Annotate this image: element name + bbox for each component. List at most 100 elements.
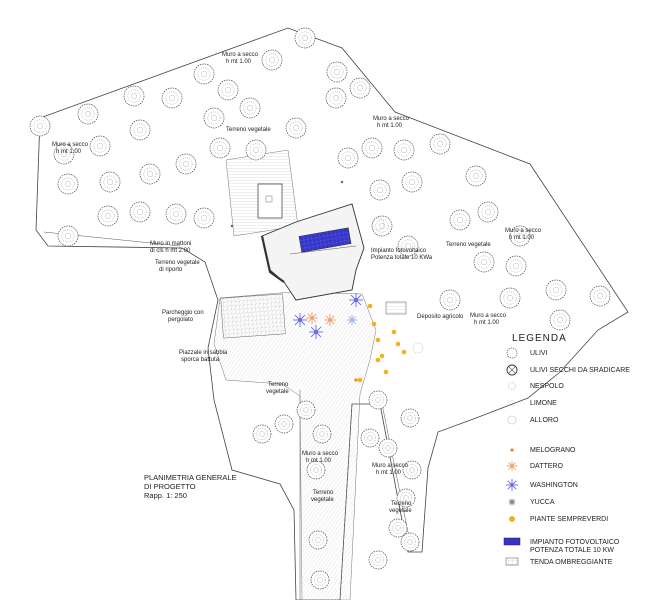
olive-tree-icon (361, 137, 383, 159)
label-terreno-east: Terreno vegetale (446, 242, 491, 248)
evergreen-icon (383, 369, 389, 375)
label-muro-deposito: Muro a secco (470, 313, 507, 319)
olive-tree-icon (378, 438, 398, 458)
evergreen-icon (375, 337, 381, 343)
plan-title-block: PLANIMETRIA GENERALE DI PROGETTO Rapp. 1… (144, 473, 237, 500)
svg-text:vegetale: vegetale (389, 508, 412, 514)
pomegranate-icon (354, 378, 358, 382)
olive-tree-icon (325, 87, 347, 109)
svg-text:h mt 1.00: h mt 1.00 (306, 458, 332, 464)
laurel-icon (507, 415, 517, 425)
olive-tree-icon (360, 428, 380, 448)
olive-tree-icon (549, 309, 571, 331)
olive-tree-icon (123, 85, 145, 107)
legend-label: MELOGRANO (530, 447, 576, 454)
olive-tree-icon (193, 207, 215, 229)
olive-tree-icon (89, 135, 111, 157)
lemon-icon (412, 342, 424, 354)
label-deposito: Deposito agricolo (417, 314, 464, 320)
legend-item: WASHINGTON (506, 479, 578, 491)
olive-tree-icon (57, 225, 79, 247)
marker-dot-icon (230, 224, 234, 228)
evergreen-icon (357, 377, 363, 383)
legend-item: MELOGRANO (510, 447, 576, 454)
olive-tree-icon (294, 27, 316, 49)
olive-tree-icon (308, 530, 328, 550)
olive-tree-icon (477, 201, 499, 223)
farm-deposit (385, 301, 407, 315)
olive-tree-icon (505, 255, 527, 277)
olive-tree-icon (175, 153, 197, 175)
legend-item: ALLORO (507, 415, 559, 425)
legend-item: PIANTE SEMPREVERDI (509, 516, 608, 523)
marker-dot-icon (340, 180, 344, 184)
legend-label: NESPOLO (530, 383, 564, 390)
olive-trees (29, 27, 611, 590)
washington-palm-icon (349, 293, 363, 307)
legend-item: ULIVI (506, 347, 548, 359)
svg-text:DI PROGETTO: DI PROGETTO (144, 482, 196, 491)
olive-tree-icon (397, 235, 419, 257)
olive-tree-icon (97, 205, 119, 227)
washington-palm-glyph (506, 479, 518, 491)
legend-label: ALLORO (530, 417, 559, 424)
olive-tree-icon (29, 115, 51, 137)
label-terreno-top: Terreno vegetale (226, 127, 271, 133)
olive-tree-icon (401, 171, 423, 193)
solar-panels (298, 227, 352, 253)
label-muro-right: Muro a secco (373, 116, 410, 122)
garden-plants (230, 180, 424, 383)
olive-tree-icon (57, 173, 79, 195)
svg-text:di riporto: di riporto (159, 267, 183, 273)
label-terreno-bottom-left: Terreno (313, 490, 334, 496)
label-terreno-mid: Terreno (268, 382, 289, 388)
olive-tree-icon (368, 550, 388, 570)
evergreen-icon (375, 357, 381, 363)
label-muro-left: Muro a secco (52, 142, 89, 148)
plan-title: PLANIMETRIA GENERALE (144, 473, 237, 482)
legend-item: ULIVI SECCHI DA SRADICARE (506, 364, 630, 376)
evergreen-icon (395, 341, 401, 347)
olive-tree-icon (203, 107, 225, 129)
yucca-icon (508, 498, 516, 506)
shade-tent-icon (505, 557, 519, 566)
olive-tree-icon (296, 400, 316, 420)
date-palm-icon (324, 314, 336, 326)
date-palm-icon (306, 312, 318, 324)
legend-label: TENDA OMBREGGIANTE (530, 559, 613, 566)
date-palm-glyph (507, 461, 517, 471)
olive-tree-icon (337, 147, 359, 169)
label-terreno-bottom-right: Terreno (391, 501, 412, 507)
svg-text:vegetale: vegetale (311, 497, 334, 503)
washington-palm-icon (293, 313, 307, 327)
legend-item: LIMONE (508, 399, 557, 407)
olive-tree-icon (545, 279, 567, 301)
legend-label: LIMONE (530, 400, 557, 407)
olive-tree-icon (217, 79, 239, 101)
legend-label: ULIVI (530, 350, 548, 357)
legend-item: TENDA OMBREGGIANTE (505, 557, 613, 566)
evergreen-icon (379, 353, 385, 359)
legend-label: DATTERO (530, 463, 563, 470)
svg-text:h mt 1.00: h mt 1.00 (474, 320, 500, 326)
washington-palm-icon (506, 479, 518, 491)
olive-tree-icon (396, 488, 416, 508)
olive-tree-icon (393, 139, 415, 161)
legend-label: WASHINGTON (530, 482, 578, 489)
svg-text:h mt 1.00: h mt 1.00 (56, 149, 82, 155)
olive-tree-icon (261, 49, 283, 71)
olive-tree-icon (368, 390, 388, 410)
house-wall-dark (260, 235, 285, 283)
legend-title: LEGENDA (512, 333, 567, 344)
date-palm-icon (507, 461, 517, 471)
label-muro-bottom-left: Muro a secco (302, 451, 339, 457)
evergreen-icon (391, 329, 397, 335)
legend-label: YUCCA (530, 499, 555, 506)
loquat-icon (508, 382, 516, 390)
plan-scale: Rapp. 1: 250 (144, 491, 187, 500)
olive-tree-icon (252, 424, 272, 444)
svg-text:di cls h mt 2.00: di cls h mt 2.00 (150, 248, 191, 254)
legend: LEGENDA ULIVI ULIVI SECCHI DA SRADICARE NE… (503, 333, 630, 566)
